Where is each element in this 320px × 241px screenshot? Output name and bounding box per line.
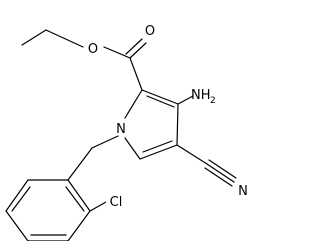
bond-ring-c3-c4 bbox=[176, 103, 179, 146]
bond-carbonyl-c-ring-c2 bbox=[129, 57, 143, 91]
nitrile-n-mask bbox=[235, 182, 251, 197]
bond-ph-c1-c2 bbox=[67, 179, 91, 212]
bond-cn-triple-1 bbox=[206, 163, 235, 183]
carbonyl-oxygen-label: O bbox=[145, 24, 155, 39]
ester-oxygen-label: O bbox=[88, 42, 98, 57]
bond-ring-c4-c5-double bbox=[142, 140, 173, 153]
bond-ph-c2-c3 bbox=[67, 210, 91, 241]
bond-ethyl-ch3-ch2 bbox=[21, 29, 47, 46]
bond-ph-inner-1 bbox=[65, 186, 85, 212]
bond-cn-triple-3 bbox=[204, 167, 233, 187]
bond-ring-c2-c3-double bbox=[146, 95, 175, 108]
ring-n-mask bbox=[115, 120, 129, 135]
bond-ph-c4-c5 bbox=[5, 210, 29, 241]
bond-carbonyl-c-o-double-a bbox=[129, 42, 147, 59]
bond-ph-inner-3 bbox=[11, 186, 31, 212]
ester-o-mask bbox=[85, 40, 101, 55]
bond-ring-c4-c5 bbox=[139, 144, 178, 160]
bond-n1-ch2 bbox=[91, 135, 119, 149]
bond-ch2-phenyl bbox=[67, 147, 93, 181]
bond-c4-cn bbox=[176, 144, 208, 165]
chlorine-label: Cl bbox=[110, 195, 123, 210]
bond-ph-c5-c6 bbox=[5, 179, 29, 212]
amino-subscript-2: 2 bbox=[210, 96, 216, 106]
molecule-structure: O O NH 2 N N Cl bbox=[5, 22, 251, 241]
bond-carbonyl-c-o-double-b bbox=[125, 38, 143, 55]
ring-nitrogen-label: N bbox=[116, 122, 126, 137]
chlorine-mask bbox=[106, 193, 128, 208]
bond-c3-nh2 bbox=[177, 95, 194, 105]
bond-ring-c2-c3 bbox=[141, 89, 179, 105]
bond-ring-n1-c2 bbox=[124, 89, 143, 119]
amino-nh-label: NH bbox=[191, 88, 211, 103]
bond-o-carbonyl-c bbox=[103, 46, 131, 59]
bond-ph-cl bbox=[89, 201, 107, 212]
nitrile-nitrogen-label: N bbox=[238, 184, 248, 199]
carbonyl-o-mask bbox=[142, 22, 158, 37]
bond-ethyl-ch2-o bbox=[45, 29, 84, 48]
bond-cn-triple-2 bbox=[208, 159, 237, 179]
bond-ring-c5-n1 bbox=[124, 137, 141, 160]
